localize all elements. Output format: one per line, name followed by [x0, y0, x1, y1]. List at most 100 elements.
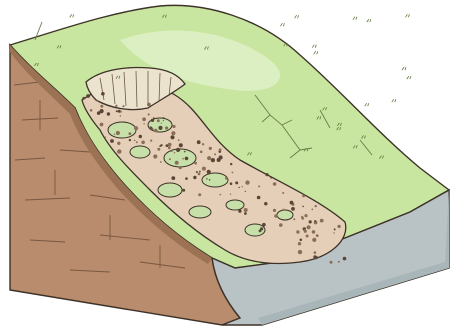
rubble-fragment [158, 126, 162, 130]
rubble-fragment [343, 257, 347, 261]
rubble-fragment [279, 223, 283, 227]
rubble-fragment [235, 181, 238, 184]
rubble-fragment [169, 158, 171, 160]
rubble-fragment [148, 113, 150, 115]
rubble-fragment [198, 193, 201, 196]
rubble-fragment [179, 143, 183, 147]
rubble-fragment [184, 151, 186, 153]
rubble-fragment [198, 173, 201, 176]
rubble-fragment [219, 155, 223, 159]
grass-tuft [295, 15, 299, 18]
rubble-fragment [311, 209, 313, 211]
rubble-fragment [337, 225, 340, 228]
rubble-fragment [209, 179, 211, 181]
rubble-fragment [117, 142, 120, 145]
grass-tuft [353, 17, 357, 20]
rubble-fragment [199, 171, 201, 173]
rubble-fragment [116, 110, 118, 112]
rubble-fragment [172, 125, 175, 128]
rubble-fragment [193, 176, 196, 179]
rubble-fragment [157, 119, 160, 122]
rubble-fragment [309, 220, 312, 223]
rubble-fragment [330, 261, 333, 264]
rubble-fragment [293, 218, 295, 220]
rubble-fragment [304, 230, 307, 233]
rubble-fragment [257, 196, 261, 200]
rubble-fragment [197, 140, 201, 144]
rubble-fragment [313, 255, 316, 258]
rubble-fragment [270, 177, 272, 179]
grass-tuft [280, 23, 284, 26]
rubble-fragment [258, 185, 260, 187]
rubble-fragment [316, 234, 319, 237]
rubble-fragment [334, 228, 336, 230]
rubble-fragment [320, 219, 324, 223]
rubble-fragment [166, 144, 169, 147]
rubble-fragment [151, 119, 154, 122]
rubble-fragment [230, 163, 232, 165]
rubble-fragment [244, 212, 247, 215]
rubble-fragment [194, 162, 197, 165]
rubble-fragment [282, 192, 284, 194]
rubble-fragment [273, 209, 276, 212]
grass-tuft [314, 51, 318, 54]
rubble-fragment [153, 154, 157, 158]
grass-tuft [392, 99, 396, 102]
rubble-fragment [168, 143, 172, 147]
rubble-fragment [153, 117, 155, 119]
rubble-fragment [338, 261, 340, 263]
rubble-fragment [333, 232, 334, 233]
rubble-fragment [207, 156, 211, 160]
rubble-fragment [242, 186, 243, 187]
rubble-fragment [302, 195, 305, 198]
rubble-fragment [230, 194, 231, 195]
rubble-fragment [206, 178, 208, 180]
rubble-fragment [100, 105, 103, 108]
rubble-fragment [185, 177, 188, 180]
rubble-fragment [160, 161, 162, 163]
rubble-fragment [168, 146, 171, 149]
rubble-fragment [245, 180, 249, 184]
rubble-fragment [157, 148, 160, 151]
rubble-fragment [214, 153, 216, 155]
rubble-fragment [97, 100, 99, 102]
rubble-fragment [134, 140, 135, 141]
rubble-fragment [312, 238, 316, 242]
rubble-fragment [312, 230, 316, 234]
rubble-fragment [174, 152, 175, 153]
rubble-fragment [136, 141, 138, 143]
rubble-fragment [238, 209, 241, 212]
rubble-fragment [296, 230, 299, 233]
rubble-fragment [259, 230, 262, 233]
rubble-fragment [86, 94, 90, 98]
rubble-fragment [265, 173, 268, 176]
rubble-fragment [150, 140, 152, 142]
rubble-fragment [142, 117, 146, 121]
rubble-fragment [290, 201, 294, 205]
rubble-fragment [302, 206, 304, 208]
rubble-fragment [139, 135, 142, 138]
grass-tuft [70, 14, 74, 17]
rubble-fragment [207, 170, 211, 174]
rubble-fragment [182, 158, 184, 160]
rubble-fragment [176, 148, 180, 152]
rubble-fragment [170, 135, 174, 139]
rubble-fragment [300, 239, 303, 242]
rubble-fragment [147, 103, 151, 107]
rubble-fragment [144, 123, 145, 124]
rubble-fragment [105, 136, 106, 137]
rubble-fragment [230, 182, 233, 185]
rubble-fragment [154, 129, 158, 133]
rubble-fragment [232, 172, 234, 174]
rubble-fragment [291, 207, 295, 211]
rubble-fragment [178, 139, 180, 141]
rubble-fragment [185, 157, 189, 161]
rubble-fragment [220, 194, 222, 196]
rubble-fragment [171, 176, 175, 180]
rubble-fragment [301, 217, 304, 220]
grass-tuft [407, 76, 411, 79]
rubble-fragment [219, 148, 222, 151]
rubble-fragment [141, 141, 145, 145]
